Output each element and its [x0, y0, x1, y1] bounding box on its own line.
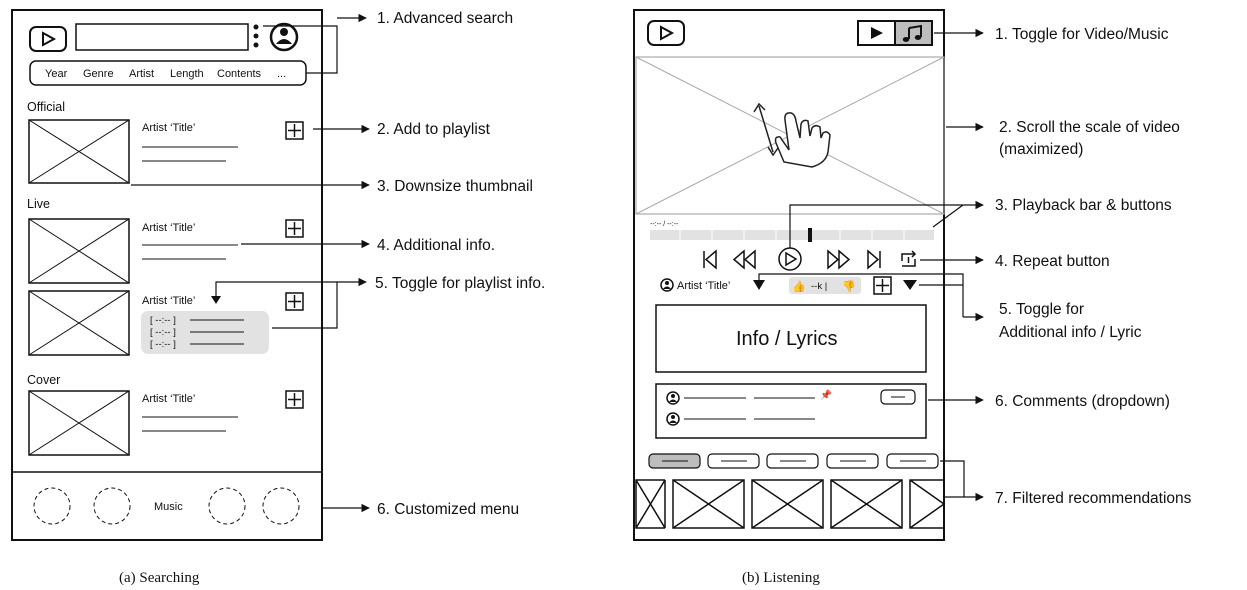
plus-box-icon[interactable]: [285, 390, 304, 409]
advanced-search-bar[interactable]: [29, 60, 307, 86]
item-title-cover: Artist ‘Title’: [142, 393, 195, 405]
annotation-scroll-video-scale: 2. Scroll the scale of video: [999, 119, 1180, 136]
play-icon: [660, 25, 675, 41]
next-icon[interactable]: [867, 249, 881, 270]
annotation-comments: 6. Comments (dropdown): [995, 393, 1170, 410]
thumbnail-official[interactable]: [28, 119, 130, 184]
artist-title: Artist ‘Title’: [677, 280, 730, 292]
listening-panel: --:-- / --:--: [633, 9, 946, 541]
pointer-hand-icon: [753, 102, 831, 168]
plus-box-icon[interactable]: [873, 276, 892, 295]
menu-slot-4[interactable]: [262, 487, 300, 525]
listening-phone-frame: [633, 9, 945, 541]
annotation-toggle-video-music: 1. Toggle for Video/Music: [995, 26, 1169, 43]
annotation-filtered-recommendations: 7. Filtered recommendations: [995, 490, 1192, 507]
profile-icon[interactable]: [269, 22, 299, 52]
thumbnail-cover[interactable]: [28, 390, 130, 456]
annotation-customized-menu: 6. Customized menu: [377, 501, 519, 518]
menu-dots-icon[interactable]: [253, 24, 259, 48]
annotation-toggle-info-lyric-2: Additional info / Lyric: [999, 324, 1142, 341]
filter-genre[interactable]: Genre: [83, 68, 114, 80]
section-cover: Cover: [27, 373, 60, 387]
play-logo-button[interactable]: [29, 26, 67, 52]
fast-forward-icon[interactable]: [827, 249, 851, 270]
item-title-live-1: Artist ‘Title’: [142, 222, 195, 234]
annotation-add-to-playlist: 2. Add to playlist: [377, 121, 491, 138]
play-circle-icon[interactable]: [778, 247, 802, 271]
section-live: Live: [27, 197, 50, 211]
filter-artist[interactable]: Artist: [129, 68, 154, 80]
annotation-toggle-playlist-info: 5. Toggle for playlist info.: [375, 275, 545, 292]
like-dislike-box[interactable]: 👍 --k | 👎: [789, 277, 861, 294]
caption-listening: (b) Listening: [742, 570, 820, 586]
info-lyrics-label: Info / Lyrics: [736, 328, 838, 350]
item-title-live-2: Artist ‘Title’: [142, 295, 195, 307]
playback-bar[interactable]: [650, 230, 934, 240]
filter-chip[interactable]: [886, 453, 939, 469]
menu-slot-1[interactable]: [33, 487, 71, 525]
thumbnail-live-2[interactable]: [28, 290, 130, 356]
playlist-info-box: [ --:-- ] [ --:-- ] [ --:-- ]: [141, 311, 269, 354]
plus-box-icon[interactable]: [285, 292, 304, 311]
caption-searching: (a) Searching: [119, 570, 200, 586]
svg-text:[ --:-- ]: [ --:-- ]: [150, 327, 176, 338]
info-lyrics-box[interactable]: [655, 304, 927, 373]
filter-more[interactable]: ...: [277, 68, 286, 80]
search-input[interactable]: [75, 23, 249, 51]
recommendation-thumbnails[interactable]: [635, 479, 946, 529]
filter-contents[interactable]: Contents: [217, 68, 262, 80]
annotation-downsize-thumbnail: 3. Downsize thumbnail: [377, 178, 533, 195]
profile-icon: [660, 278, 674, 292]
annotation-advanced-search: 1. Advanced search: [377, 10, 513, 27]
listening-annotation-arrows: [758, 28, 984, 502]
playback-handle[interactable]: [808, 228, 812, 242]
music-note-icon: [902, 24, 922, 42]
previous-icon[interactable]: [703, 249, 717, 270]
thumbs-up-icon[interactable]: 👍: [792, 280, 806, 293]
annotation-scroll-video-scale-2: (maximized): [999, 141, 1083, 158]
triangle-down-icon[interactable]: [753, 280, 765, 290]
plus-box-icon[interactable]: [285, 121, 304, 140]
pin-icon: 📌: [820, 389, 832, 401]
menu-slot-3[interactable]: [208, 487, 246, 525]
play-icon: [871, 27, 883, 39]
menu-music-label[interactable]: Music: [154, 501, 183, 513]
recommendation-filters[interactable]: [648, 453, 939, 469]
filter-length[interactable]: Length: [170, 68, 204, 80]
annotation-additional-info: 4. Additional info.: [377, 237, 495, 254]
video-music-toggle[interactable]: [857, 20, 933, 46]
comments-box[interactable]: 📌: [655, 383, 927, 439]
filter-chip[interactable]: [826, 453, 879, 469]
triangle-down-icon[interactable]: [211, 296, 221, 304]
repeat-icon[interactable]: [901, 250, 917, 267]
svg-text:[ --:-- ]: [ --:-- ]: [150, 315, 176, 326]
searching-phone-frame: [11, 9, 323, 541]
menu-slot-2[interactable]: [93, 487, 131, 525]
annotation-toggle-info-lyric: 5. Toggle for: [999, 301, 1084, 318]
thumbnail-live-1[interactable]: [28, 218, 130, 284]
section-official: Official: [27, 100, 65, 114]
time-label: --:-- / --:--: [650, 221, 679, 228]
rewind-icon[interactable]: [732, 249, 756, 270]
triangle-down-icon[interactable]: [903, 280, 917, 290]
annotation-repeat-button: 4. Repeat button: [995, 253, 1110, 270]
play-icon: [42, 31, 57, 47]
filter-chip[interactable]: [707, 453, 760, 469]
comment-action-button[interactable]: [880, 389, 916, 405]
filter-chip[interactable]: [766, 453, 819, 469]
searching-panel: Year Genre Artist Length Contents ... Of…: [11, 9, 323, 541]
searching-annotation-arrows: [131, 13, 370, 513]
annotation-playback-bar: 3. Playback bar & buttons: [995, 197, 1172, 214]
profile-icon: [666, 391, 680, 405]
svg-text:[ --:-- ]: [ --:-- ]: [150, 339, 176, 350]
play-logo-button[interactable]: [647, 20, 685, 46]
plus-box-icon[interactable]: [285, 219, 304, 238]
likes-count: --k |: [811, 281, 827, 292]
filter-year[interactable]: Year: [45, 68, 68, 80]
item-title-official: Artist ‘Title’: [142, 122, 195, 134]
thumbs-down-icon[interactable]: 👎: [842, 280, 856, 293]
profile-icon: [666, 412, 680, 426]
